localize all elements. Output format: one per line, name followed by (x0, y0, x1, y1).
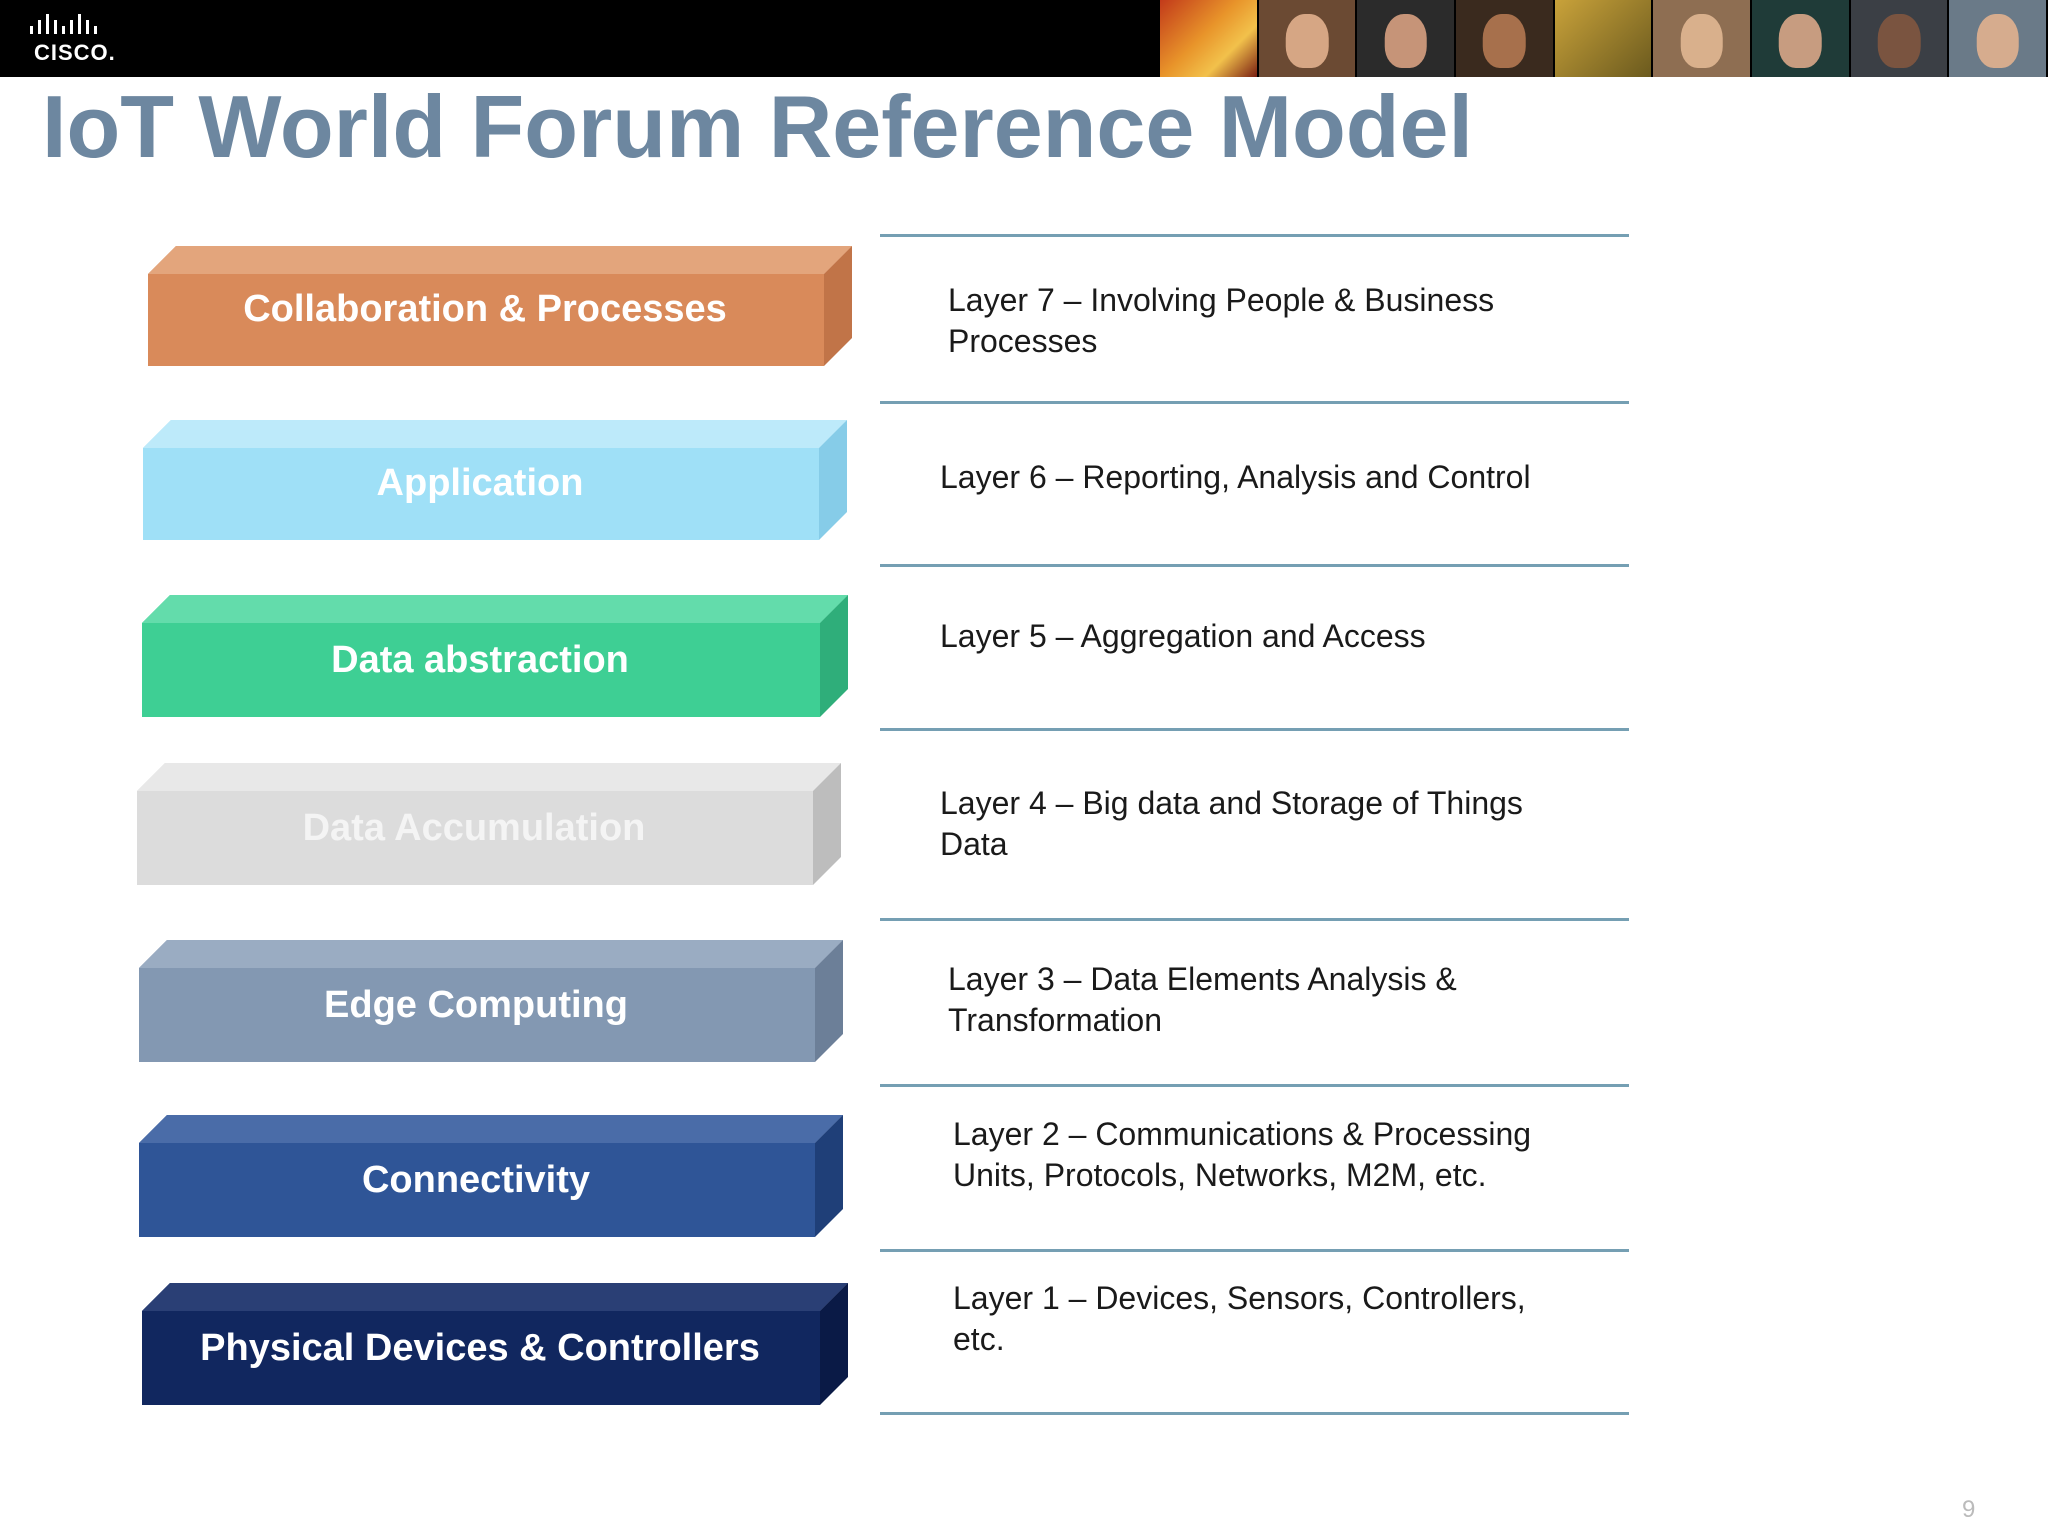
layer-5-desc-line-1: Layer 5 – Aggregation and Access (940, 618, 1426, 654)
layer-5-label: Data abstraction (331, 639, 629, 681)
layer-6-desc-line-1: Layer 6 – Reporting, Analysis and Contro… (940, 459, 1531, 495)
divider-line (880, 564, 1629, 567)
page-number: 9 (1962, 1496, 1976, 1523)
layer-3-description: Layer 3 – Data Elements Analysis & Trans… (948, 959, 1457, 1041)
layer-4-block: Data Accumulation (137, 763, 841, 885)
layer-4-bar-shape (137, 763, 841, 885)
layer-1-desc-line-1: Layer 1 – Devices, Sensors, Controllers, (953, 1280, 1526, 1316)
divider-line (880, 1249, 1629, 1252)
layer-2-desc-line-2: Units, Protocols, Networks, M2M, etc. (953, 1157, 1487, 1193)
layer-1-label: Physical Devices & Controllers (200, 1327, 760, 1369)
layer-4-desc-line-1: Layer 4 – Big data and Storage of Things (940, 785, 1523, 821)
layer-7-desc-line-2: Processes (948, 323, 1098, 359)
layer-2-label: Connectivity (361, 1159, 591, 1201)
layer-3-bar-shape (139, 940, 843, 1062)
photo-tile (1949, 0, 2048, 77)
photo-tile (1160, 0, 1259, 77)
divider-line (880, 918, 1629, 921)
layer-7-description: Layer 7 – Involving People & Business Pr… (948, 280, 1494, 362)
divider-line (880, 234, 1629, 237)
photo-tile (1850, 0, 1950, 77)
header-bar: CISCO. (0, 0, 2048, 77)
brand-wordmark: CISCO. (34, 40, 116, 65)
slide-title: IoT World Forum Reference Model (42, 77, 1473, 176)
layer-4-description: Layer 4 – Big data and Storage of Things… (940, 783, 1523, 865)
header-photo-strip (1160, 0, 2048, 77)
photo-tile (1456, 0, 1555, 77)
layer-7-label: Collaboration & Processes (243, 288, 727, 330)
divider-line (880, 728, 1629, 731)
cisco-logo-icon (30, 14, 97, 34)
layer-7-desc-line-1: Layer 7 – Involving People & Business (948, 282, 1495, 318)
layer-2-description: Layer 2 – Communications & Processing Un… (953, 1114, 1531, 1196)
layer-5-description: Layer 5 – Aggregation and Access (940, 616, 1426, 657)
photo-tile (1357, 0, 1457, 77)
layer-3-block: Edge Computing (139, 940, 843, 1062)
layer-7-block: Collaboration & Processes (148, 246, 852, 366)
photo-tile (1752, 0, 1851, 77)
photo-tile (1258, 0, 1358, 77)
layer-5-block: Data abstraction (142, 595, 848, 717)
layer-6-bar-shape (143, 420, 847, 540)
layer-5-bar-shape (142, 595, 848, 717)
divider-line (880, 1084, 1629, 1087)
divider-line (880, 1412, 1629, 1415)
divider-line (880, 401, 1629, 404)
layer-1-bar-shape (142, 1283, 848, 1405)
layer-4-desc-line-2: Data (940, 826, 1008, 862)
layer-6-description: Layer 6 – Reporting, Analysis and Contro… (940, 457, 1531, 498)
photo-tile (1653, 0, 1753, 77)
layer-3-desc-line-1: Layer 3 – Data Elements Analysis & (948, 961, 1457, 997)
layer-4-label: Data Accumulation (302, 807, 646, 849)
layer-1-block: Physical Devices & Controllers (142, 1283, 848, 1405)
layer-2-bar-shape (139, 1115, 843, 1237)
layer-6-label: Application (376, 462, 584, 504)
photo-tile (1554, 0, 1654, 77)
layer-2-desc-line-1: Layer 2 – Communications & Processing (953, 1116, 1532, 1152)
layer-3-desc-line-2: Transformation (948, 1002, 1162, 1038)
layer-7-bar-shape (148, 246, 852, 366)
layer-2-block: Connectivity (139, 1115, 843, 1237)
layer-1-desc-line-2: etc. (953, 1321, 1005, 1357)
layer-3-label: Edge Computing (324, 984, 628, 1026)
layer-6-block: Application (143, 420, 847, 540)
layer-1-description: Layer 1 – Devices, Sensors, Controllers,… (953, 1278, 1526, 1360)
